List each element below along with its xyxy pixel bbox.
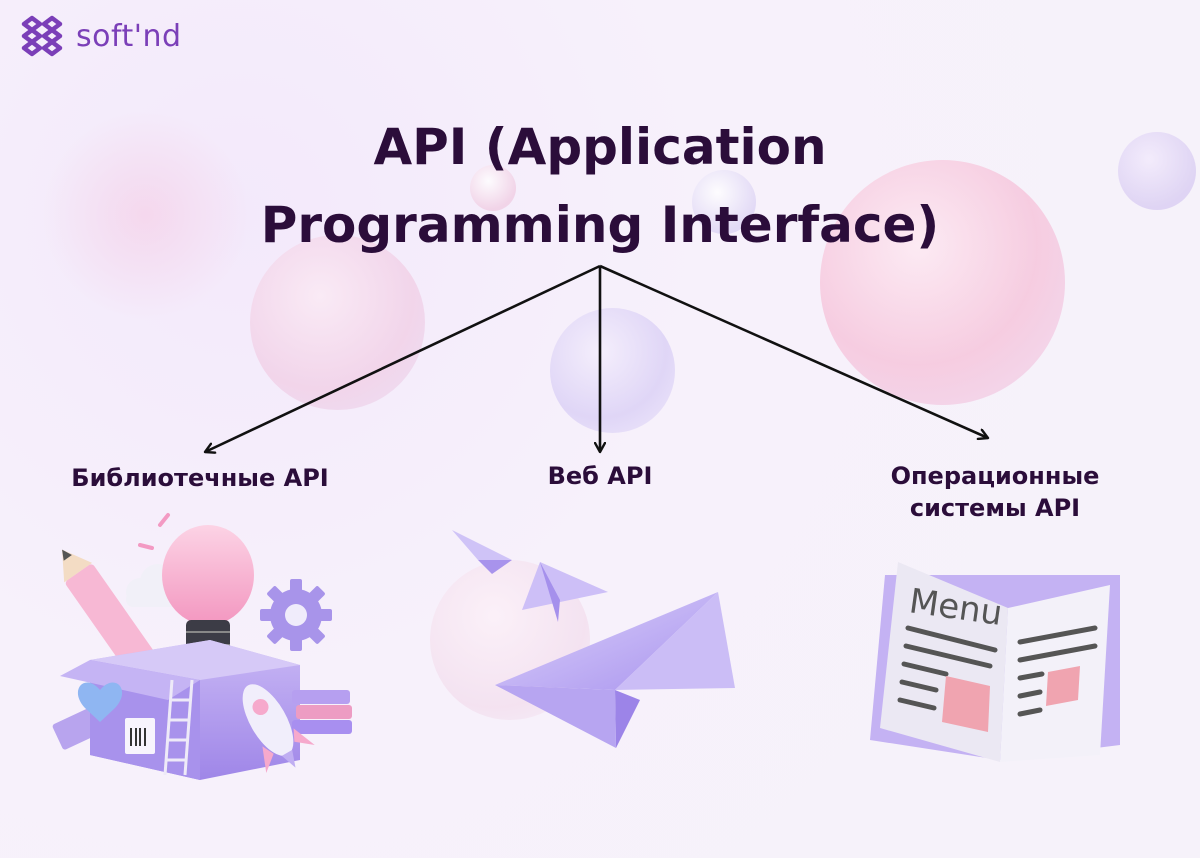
title-line-1: API (Application (373, 118, 827, 176)
page-title: API (Application Programming Interface) (200, 108, 1000, 264)
brand-logo: soft'nd (18, 14, 182, 58)
title-line-2: Programming Interface) (260, 196, 940, 254)
os-api-line-1: Операционные (890, 462, 1100, 490)
softnd-logo-icon (21, 15, 63, 57)
branch-label-os-api: Операционные системы API (845, 460, 1145, 524)
arrow-to-os-api (599, 264, 988, 438)
arrow-to-library-api (205, 264, 601, 452)
os-api-line-2: системы API (909, 494, 1081, 522)
branch-label-web-api: Веб API (547, 462, 653, 490)
brand-name: soft'nd (76, 18, 182, 54)
branch-label-library-api: Библиотечные API (71, 464, 329, 492)
